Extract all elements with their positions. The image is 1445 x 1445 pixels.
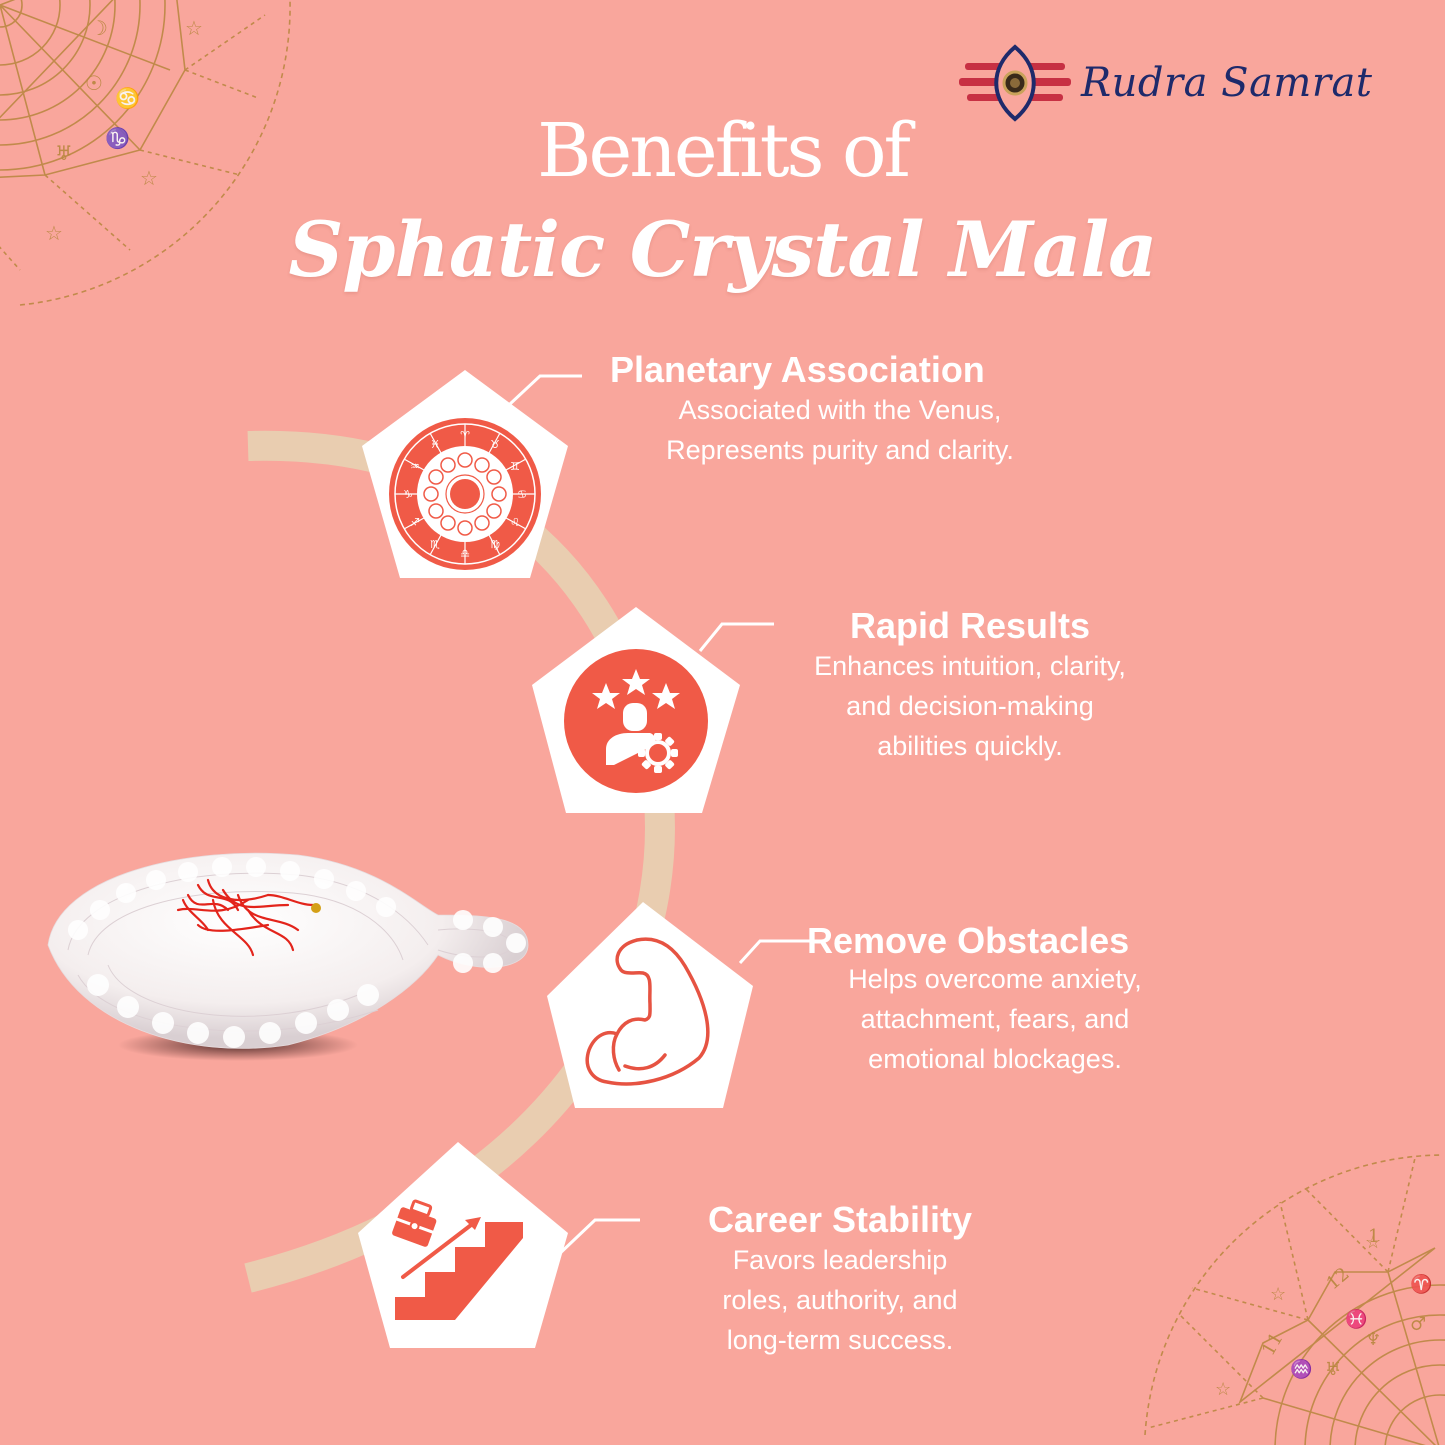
benefit-description-line: Helps overcome anxiety, [848, 964, 1142, 994]
svg-text:☆: ☆ [185, 16, 203, 40]
svg-text:♌: ♌ [510, 516, 520, 529]
crystal-mala-image [47, 852, 529, 1061]
svg-text:1: 1 [1368, 1226, 1379, 1247]
benefit-title: Remove Obstacles [807, 920, 1130, 961]
svg-text:☆: ☆ [1215, 1379, 1231, 1400]
benefit-description-line: abilities quickly. [877, 731, 1063, 761]
benefit-career-stability: Career Stability Favors leadership roles… [640, 1198, 1040, 1360]
badge-remove-obstacles [547, 902, 753, 1108]
benefit-description-line: roles, authority, and [722, 1285, 958, 1315]
benefit-rapid-results: Rapid Results Enhances intuition, clarit… [760, 604, 1180, 766]
benefit-description-line: emotional blockages. [868, 1044, 1122, 1074]
benefit-title: Planetary Association [610, 349, 985, 390]
svg-text:☆: ☆ [1270, 1284, 1286, 1305]
brand-logo[interactable]: Rudra Samrat [955, 38, 1405, 128]
badge-planetary-association: ♈ ♉ ♊ ♋ ♌ ♍ ♎ ♏ ♐ ♑ ♒ ♓ [362, 370, 568, 578]
svg-text:♊: ♊ [510, 460, 520, 473]
benefit-description-line: Associated with the Venus, [678, 395, 1002, 425]
benefit-description-line: and decision-making [846, 691, 1094, 721]
svg-text:♆: ♆ [1365, 1329, 1381, 1350]
benefit-description-line: long-term success. [726, 1325, 954, 1355]
svg-text:♐: ♐ [410, 516, 420, 529]
page-title-line1: Benefits of [537, 108, 911, 194]
svg-text:♋: ♋ [517, 488, 527, 501]
zodiac-wheel-icon: ♈ ♉ ♊ ♋ ♌ ♍ ♎ ♏ ♐ ♑ ♒ ♓ [389, 418, 541, 570]
benefit-remove-obstacles: Remove Obstacles Helps overcome anxiety,… [795, 919, 1195, 1079]
svg-text:♈: ♈ [460, 429, 470, 442]
svg-text:♑: ♑ [403, 488, 413, 501]
svg-text:♏: ♏ [430, 538, 440, 551]
astrology-chart-icon: ☆ ☆ ☆ ♋ ♑ ♅ ☽ ☉ [0, 0, 291, 306]
svg-text:♈: ♈ [1410, 1273, 1432, 1295]
benefit-title: Career Stability [707, 1199, 973, 1240]
benefit-description-line: Favors leadership [732, 1245, 948, 1275]
svg-text:♅: ♅ [1325, 1359, 1341, 1380]
svg-text:☆: ☆ [1365, 1232, 1381, 1253]
svg-text:☆: ☆ [45, 221, 63, 245]
benefit-title: Rapid Results [849, 605, 1091, 646]
svg-text:♒: ♒ [410, 460, 420, 473]
page-title-line2: Sphatic Crystal Mala [288, 205, 1158, 294]
svg-text:♉: ♉ [490, 438, 500, 451]
benefit-description-line: Represents purity and clarity. [666, 435, 1014, 465]
svg-text:♓: ♓ [430, 438, 440, 451]
brand-name: Rudra Samrat [1081, 60, 1373, 106]
svg-text:♋: ♋ [115, 86, 140, 110]
eye-trident-logo-icon [959, 44, 1071, 122]
svg-text:♑: ♑ [105, 126, 130, 150]
svg-text:♓: ♓ [1345, 1308, 1367, 1330]
career-stairs-icon [392, 1199, 523, 1320]
svg-text:♎: ♎ [460, 547, 470, 560]
benefit-description-line: Enhances intuition, clarity, [814, 651, 1126, 681]
benefit-planetary-association: Planetary Association Associated with th… [580, 348, 1100, 470]
svg-text:☽: ☽ [90, 16, 108, 40]
flexed-arm-icon [585, 937, 710, 1086]
badge-rapid-results [532, 607, 740, 813]
person-stars-gear-icon [564, 649, 708, 793]
svg-text:☆: ☆ [140, 166, 158, 190]
svg-text:☉: ☉ [85, 71, 103, 95]
badge-career-stability [358, 1142, 568, 1348]
svg-text:♍: ♍ [490, 538, 500, 551]
svg-text:♅: ♅ [55, 141, 73, 165]
svg-text:♂: ♂ [1410, 1314, 1426, 1335]
svg-text:♒: ♒ [1290, 1358, 1312, 1380]
astrology-chart-icon: 1 12 11 ☆ ☆ ☆ ♈ ♓ ♒ ♂ ♆ ♅ [1144, 1154, 1445, 1445]
benefit-description-line: attachment, fears, and [860, 1004, 1130, 1034]
